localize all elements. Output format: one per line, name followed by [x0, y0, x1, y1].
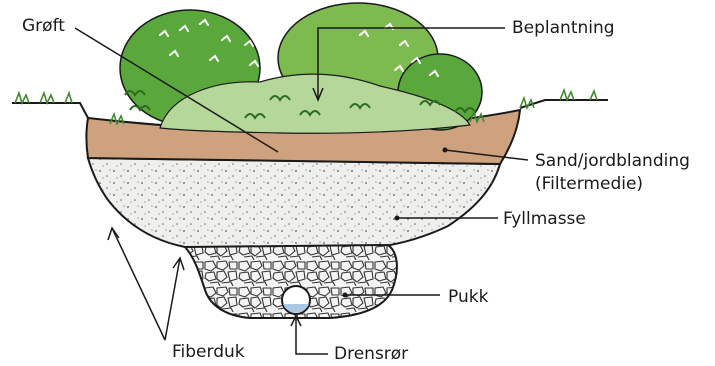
label-pukk: Pukk — [448, 287, 488, 307]
dot-pukk — [343, 293, 348, 298]
label-fiberduk: Fiberduk — [172, 342, 245, 362]
leader-drensror — [296, 318, 328, 354]
label-beplantning: Beplantning — [512, 18, 615, 38]
leader-fiberduk — [112, 228, 180, 340]
label-groft: Grøft — [22, 16, 65, 36]
ground-line-left — [12, 103, 88, 118]
label-drensror: Drensrør — [334, 344, 408, 364]
dot-fyllmasse — [395, 216, 400, 221]
fill-mass-dots — [88, 158, 500, 247]
label-filter-media: (Filtermedie) — [535, 174, 643, 194]
label-fyllmasse: Fyllmasse — [503, 209, 586, 229]
dot-sand — [443, 148, 448, 153]
label-sand-soil: Sand/jordblanding — [535, 151, 690, 171]
